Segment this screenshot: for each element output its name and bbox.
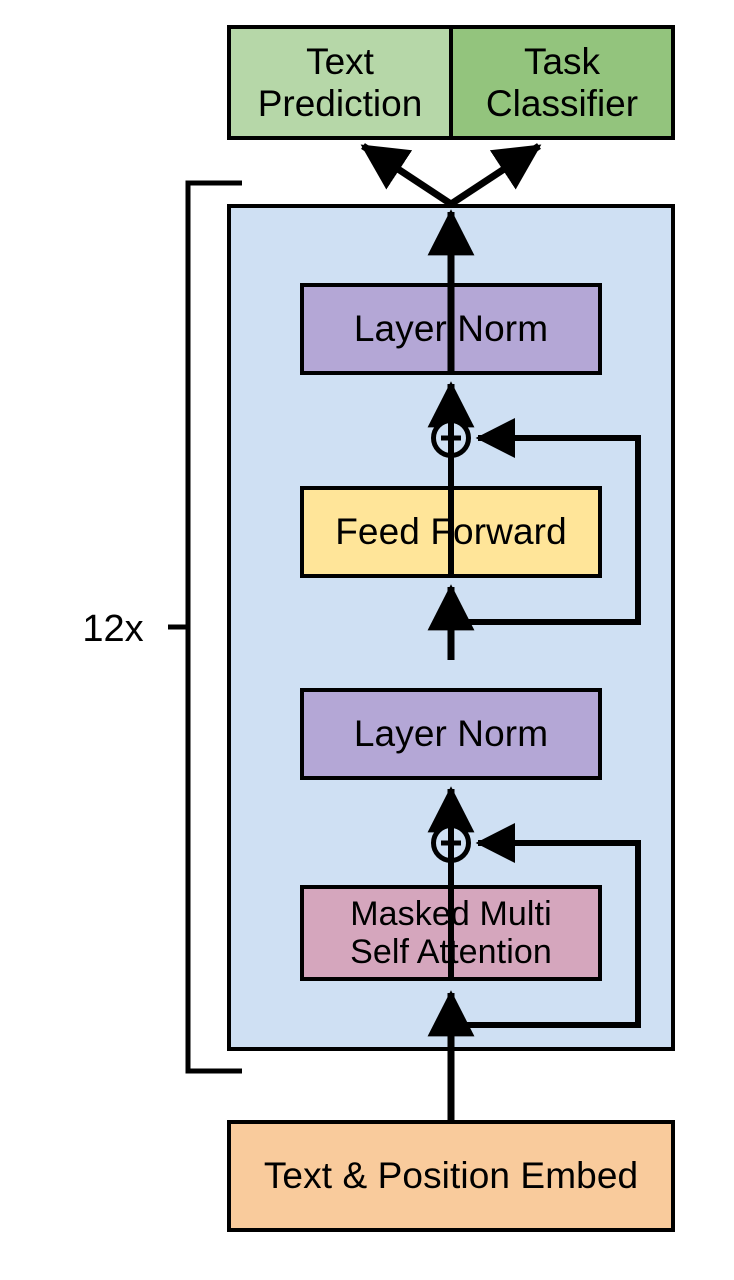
node-feed-forward[interactable]: Feed Forward bbox=[300, 486, 602, 578]
arrow-block-to-heads bbox=[360, 143, 542, 207]
node-layer-norm-bottom[interactable]: Layer Norm bbox=[300, 688, 602, 780]
output-heads-group: Text Prediction Task Classifier bbox=[227, 25, 675, 140]
node-task-classifier[interactable]: Task Classifier bbox=[453, 29, 671, 136]
node-text-prediction[interactable]: Text Prediction bbox=[231, 29, 453, 136]
node-masked-multi-self-attention[interactable]: Masked Multi Self Attention bbox=[300, 885, 602, 981]
node-text-and-position-embed[interactable]: Text & Position Embed bbox=[227, 1120, 675, 1232]
repeat-count-label: 12x bbox=[82, 608, 144, 650]
node-layer-norm-top[interactable]: Layer Norm bbox=[300, 283, 602, 375]
